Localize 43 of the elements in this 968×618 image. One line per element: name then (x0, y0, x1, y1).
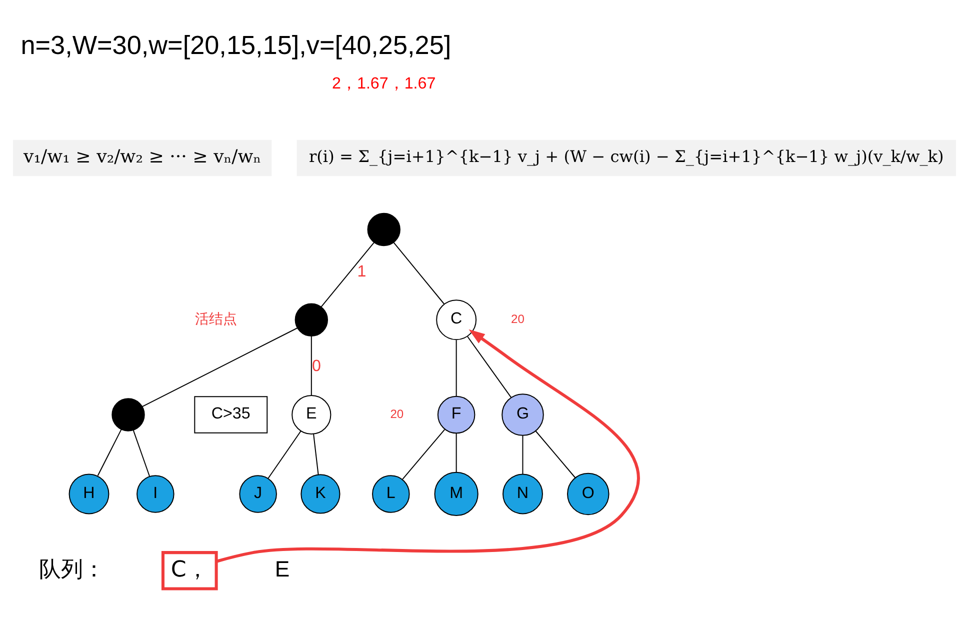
node-circle: I (136, 475, 174, 513)
label: 20 (510, 312, 524, 326)
connector (267, 430, 301, 479)
connector (534, 430, 576, 478)
node-circle: H (68, 474, 109, 514)
connector (320, 242, 374, 308)
label: 20 (390, 406, 404, 421)
label: 2，1.67，1.67 (332, 74, 436, 92)
node-circle: J (238, 475, 276, 513)
connector (310, 336, 312, 396)
node-circle: L (372, 475, 410, 513)
connector (455, 340, 456, 396)
node-circle: O (566, 472, 609, 516)
node-box: C>35 (194, 396, 268, 434)
diagram-title: n=3,W=30,w=[20,15,15],v=[40,25,25] (20, 30, 451, 60)
connector (455, 433, 456, 472)
node-circle: C (436, 300, 476, 340)
label: 活结点 (194, 310, 236, 327)
node-circle: N (502, 474, 542, 514)
node-circle: F (436, 396, 475, 434)
node-circle: M (434, 472, 478, 516)
connector (312, 434, 318, 475)
connector (96, 429, 122, 476)
node-circle: E (291, 394, 331, 435)
connector (402, 429, 445, 480)
connector (142, 328, 298, 408)
node-circle: K (300, 474, 340, 514)
label: r(i) = Σ_{j=i+1}^{k−1} v_j + (W − cw(i) − Σ_{j=i+1}^{k−1} w_j)(v_k/w_k) (308, 146, 944, 166)
arrow (216, 329, 639, 563)
node-circle (366, 212, 400, 246)
edge-label: 1 (356, 262, 366, 281)
connector (466, 336, 512, 398)
label: E (274, 556, 290, 582)
edge-label: 0 (311, 356, 320, 375)
node-circle (294, 303, 328, 336)
node-box: C， (160, 551, 218, 590)
connector (522, 436, 523, 474)
label: 队列： (38, 556, 104, 582)
node-circle (111, 398, 144, 432)
connector (132, 430, 150, 477)
label: v₁/w₁ ≥ v₂/w₂ ≥ ··· ≥ vₙ/wₙ (23, 146, 261, 168)
node-circle: G (501, 394, 544, 436)
connector (392, 242, 444, 304)
